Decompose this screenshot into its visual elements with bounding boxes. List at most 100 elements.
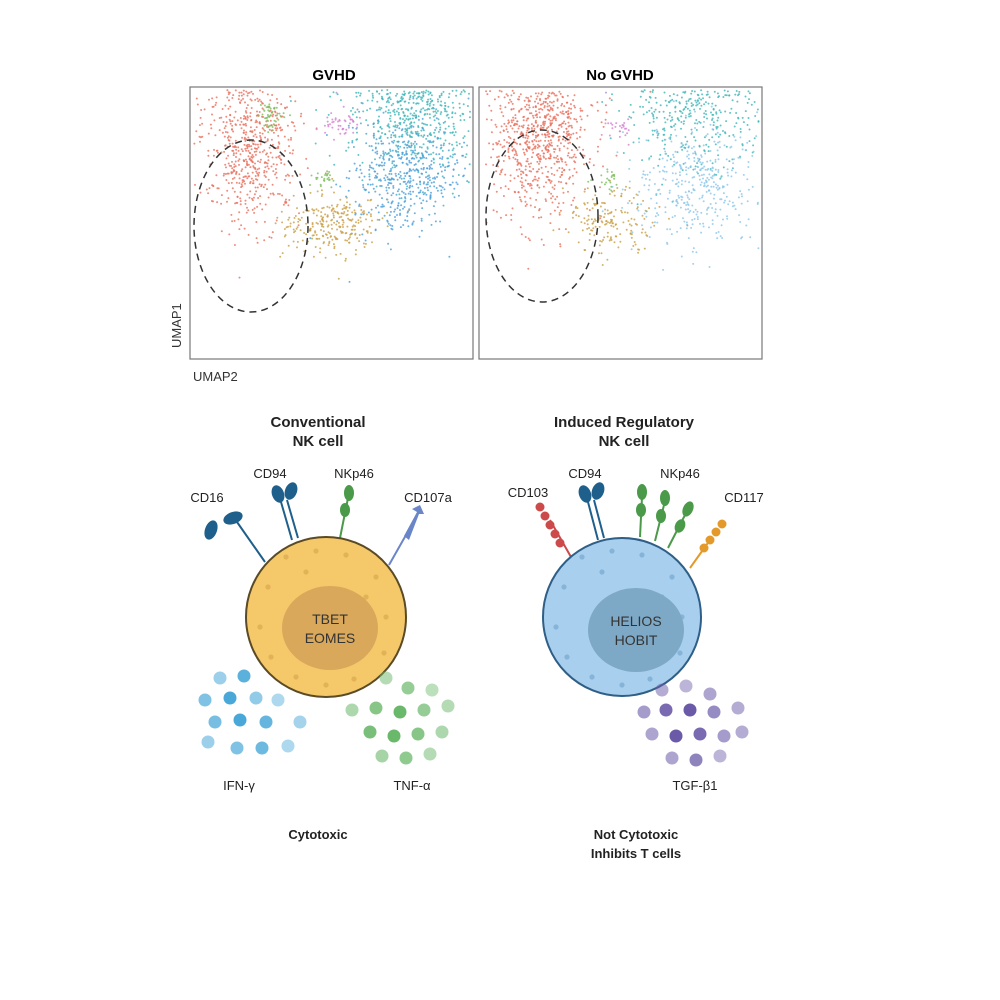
umap-point-teal <box>712 124 715 127</box>
umap-point-teal <box>387 111 390 114</box>
umap-point-lightblue <box>711 219 714 222</box>
umap-point-blue <box>443 131 445 134</box>
umap-point-blue <box>430 223 433 226</box>
umap-point-lightblue <box>684 208 687 211</box>
umap-point-lightblue <box>714 160 717 163</box>
umap-point-pink <box>337 128 340 131</box>
umap-point-gold <box>601 264 604 266</box>
umap-point-teal <box>371 99 374 102</box>
umap-point-red <box>544 136 547 139</box>
umap-point-blue <box>406 163 409 166</box>
umap-point-blue <box>376 172 379 175</box>
umap-point-blue <box>394 219 397 222</box>
umap-point-lightblue <box>712 197 715 200</box>
umap-point-lightblue <box>687 145 690 148</box>
umap-point-teal <box>397 111 400 114</box>
umap-point-red <box>526 129 529 132</box>
umap-point-gold <box>333 210 336 213</box>
umap-point-red <box>524 200 527 203</box>
umap-point-gold <box>333 247 336 250</box>
umap-point-blue <box>414 149 417 152</box>
umap-point-blue <box>420 217 423 220</box>
umap-point-red <box>573 153 576 156</box>
umap-point-gold <box>593 218 596 221</box>
umap-point-blue <box>408 170 411 173</box>
umap-point-blue <box>419 189 422 192</box>
umap-point-red <box>490 119 493 121</box>
umap-point-teal <box>402 93 405 96</box>
umap-point-pink <box>341 127 344 130</box>
cd94-label-regulatory: CD94 <box>568 466 601 481</box>
umap-point-teal <box>351 139 354 142</box>
umap-point-lightblue <box>744 149 747 152</box>
umap-point-teal <box>757 120 760 123</box>
umap-point-teal <box>754 115 757 117</box>
umap-point-red <box>529 182 532 185</box>
umap-point-lightblue <box>707 206 710 209</box>
umap-point-gold <box>358 240 361 243</box>
umap-point-lightblue <box>755 135 758 138</box>
umap-point-blue <box>359 168 362 171</box>
umap-point-teal <box>728 160 731 163</box>
umap-point-teal <box>378 115 380 118</box>
umap-point-lightblue <box>691 250 694 253</box>
umap-point-lightblue <box>680 255 683 258</box>
umap-point-red <box>284 201 287 204</box>
umap-point-gold <box>280 210 283 213</box>
umap-point-red <box>231 128 233 131</box>
umap-point-red <box>246 172 249 175</box>
umap-point-teal <box>439 113 442 115</box>
umap-point-red <box>535 121 538 124</box>
umap-point-teal <box>680 121 683 123</box>
umap-point-red <box>553 162 556 165</box>
umap-point-teal <box>748 98 750 101</box>
umap-point-red <box>549 139 552 142</box>
umap-point-lightblue <box>699 183 702 186</box>
umap-point-teal <box>380 89 383 92</box>
umap-point-gold <box>317 209 320 212</box>
umap-point-pink <box>327 125 330 128</box>
umap-point-teal <box>601 101 604 103</box>
tnf-alpha-dot <box>411 727 425 741</box>
umap-point-red <box>254 167 257 169</box>
umap-point-lightblue <box>717 158 720 161</box>
umap-point-teal <box>362 110 365 113</box>
umap-point-gold <box>552 229 555 232</box>
umap-point-red <box>519 143 522 146</box>
umap-point-red <box>549 144 552 147</box>
umap-point-purple <box>605 91 607 94</box>
umap-point-blue <box>388 172 391 175</box>
umap-point-teal <box>396 92 399 95</box>
umap-point-red <box>532 125 535 128</box>
umap-point-blue <box>389 248 392 251</box>
umap-point-blue <box>347 189 350 192</box>
umap-point-blue <box>399 209 401 211</box>
umap-point-blue <box>395 150 398 153</box>
umap-point-teal <box>742 121 745 124</box>
umap-point-blue <box>440 192 443 195</box>
umap-point-red <box>575 131 578 134</box>
umap-point-red <box>229 136 232 139</box>
umap-point-red <box>249 190 252 193</box>
umap-point-blue <box>434 129 437 131</box>
umap-point-lightblue <box>657 189 660 192</box>
umap-point-red <box>242 176 245 179</box>
umap-point-teal <box>432 151 435 154</box>
umap-point-blue <box>389 210 392 213</box>
umap-point-gold <box>604 208 607 211</box>
umap-point-teal <box>420 146 423 149</box>
umap-point-blue <box>428 165 431 167</box>
umap-point-red <box>239 191 242 194</box>
umap-point-red <box>558 149 561 152</box>
umap-point-teal <box>372 96 375 99</box>
umap-point-red <box>563 120 566 123</box>
umap-point-lightblue <box>709 203 712 205</box>
umap-point-blue <box>408 161 411 164</box>
umap-point-lightblue <box>628 159 631 162</box>
umap-point-teal <box>686 107 689 110</box>
cytoplasm-granule <box>323 682 329 688</box>
umap-point-teal <box>693 90 696 93</box>
umap-point-lightblue <box>696 171 699 174</box>
umap-point-gold <box>362 210 365 213</box>
umap-point-lightblue <box>718 146 721 149</box>
